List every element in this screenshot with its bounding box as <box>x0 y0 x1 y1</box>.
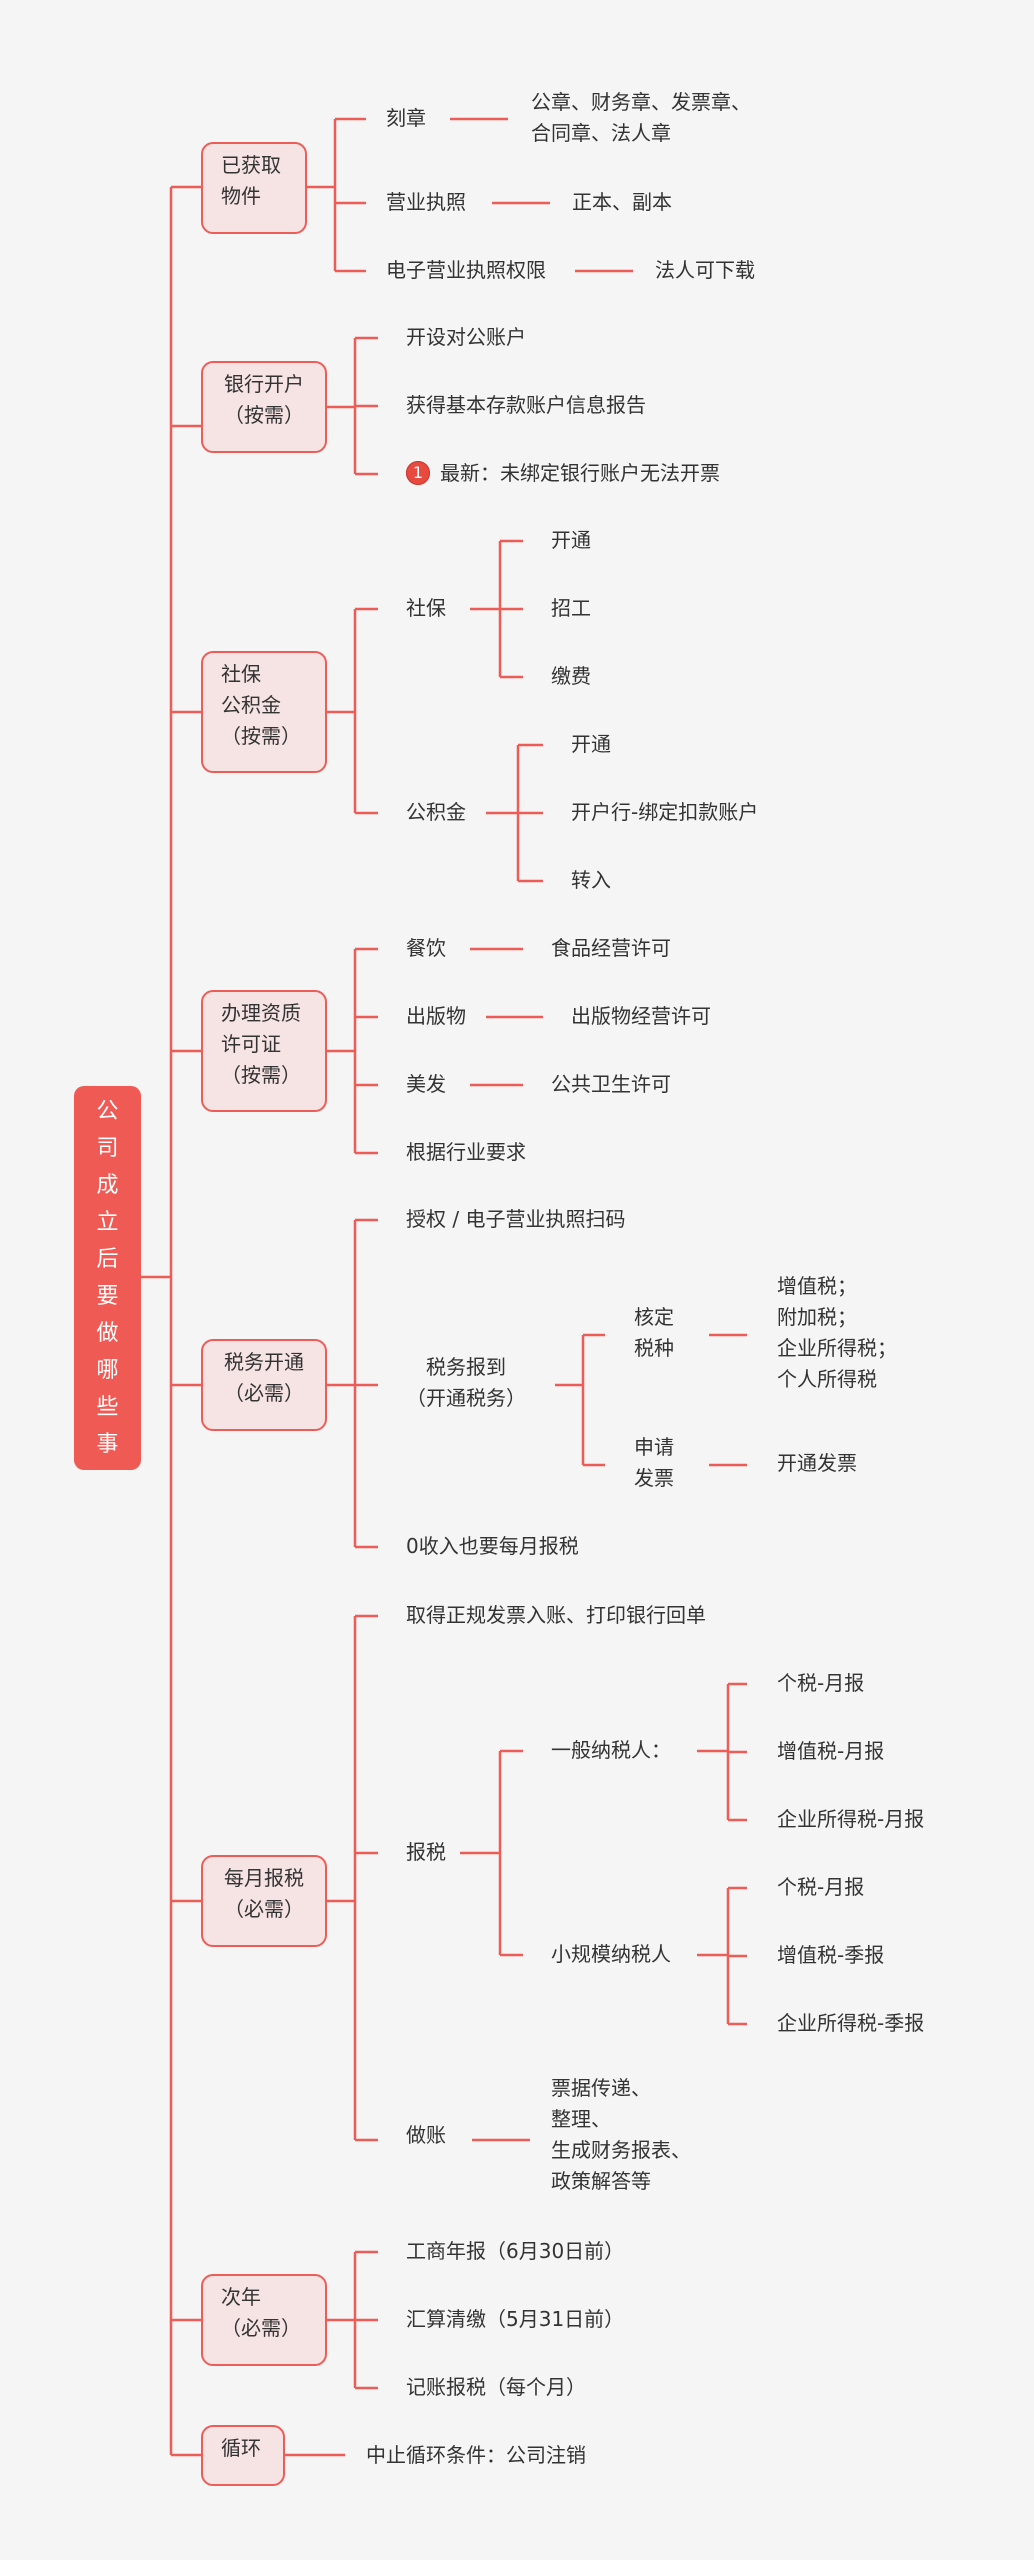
node-st-vat-quarterly[interactable]: 增值税-季报 <box>777 1943 885 1967</box>
node-monthly-bookkeeping[interactable]: 记账报税（每个月） <box>406 2375 586 2399</box>
node-catering[interactable]: 餐饮 <box>406 936 446 960</box>
branch-tax-registration[interactable]: 税务开通 （必需） <box>201 1339 327 1431</box>
node-hf-bind-account[interactable]: 开户行-绑定扣款账户 <box>571 800 759 824</box>
node-tax-filing[interactable]: 报税 <box>406 1840 446 1864</box>
node-license-detail[interactable]: 正本、副本 <box>572 190 672 214</box>
node-latest-notice[interactable]: 1 最新：未绑定银行账户无法开票 <box>406 458 720 489</box>
node-annual-report[interactable]: 工商年报（6月30日前） <box>406 2239 625 2263</box>
node-industry-requirements[interactable]: 根据行业要求 <box>406 1140 526 1164</box>
node-business-license[interactable]: 营业执照 <box>386 190 466 214</box>
root-node[interactable]: 公司成立后要做哪些事 <box>74 1086 141 1470</box>
node-ss-hire[interactable]: 招工 <box>551 596 591 620</box>
node-apply-invoice-detail[interactable]: 开通发票 <box>777 1451 857 1475</box>
root-title-char: 后 <box>96 1247 119 1272</box>
node-hf-transfer[interactable]: 转入 <box>571 868 611 892</box>
branch-bank-account[interactable]: 银行开户 （按需） <box>201 361 327 453</box>
node-zero-income[interactable]: 0收入也要每月报税 <box>406 1534 579 1558</box>
node-hairdressing-detail[interactable]: 公共卫生许可 <box>551 1072 671 1096</box>
node-seal-detail[interactable]: 公章、财务章、发票章、 合同章、法人章 <box>531 90 751 145</box>
node-catering-detail[interactable]: 食品经营许可 <box>551 936 671 960</box>
root-title-char: 要 <box>96 1284 119 1309</box>
root-title-char: 事 <box>96 1432 119 1457</box>
node-bookkeeping-detail[interactable]: 票据传递、 整理、 生成财务报表、 政策解答等 <box>551 2076 691 2193</box>
node-e-license-permission[interactable]: 电子营业执照权限 <box>386 258 546 282</box>
node-social-security[interactable]: 社保 <box>406 596 446 620</box>
root-title-char: 成 <box>96 1173 119 1198</box>
node-gt-cit-monthly[interactable]: 企业所得税-月报 <box>777 1807 925 1831</box>
node-basic-deposit-report[interactable]: 获得基本存款账户信息报告 <box>406 393 646 417</box>
node-e-license-detail[interactable]: 法人可下载 <box>655 258 755 282</box>
node-gt-vat-monthly[interactable]: 增值税-月报 <box>777 1739 885 1763</box>
node-publications[interactable]: 出版物 <box>406 1004 466 1028</box>
node-tax-type[interactable]: 核定 税种 <box>634 1305 674 1360</box>
node-housing-fund[interactable]: 公积金 <box>406 800 466 824</box>
node-publications-detail[interactable]: 出版物经营许可 <box>571 1004 711 1028</box>
node-tax-type-detail[interactable]: 增值税； 附加税； 企业所得税； 个人所得税 <box>777 1274 897 1391</box>
branch-cycle[interactable]: 循环 <box>201 2425 285 2486</box>
root-title-char: 公 <box>96 1099 119 1124</box>
node-st-personal-monthly[interactable]: 个税-月报 <box>777 1875 865 1899</box>
node-hairdressing[interactable]: 美发 <box>406 1072 446 1096</box>
root-title-char: 哪 <box>96 1358 119 1383</box>
branch-next-year[interactable]: 次年 （必需） <box>201 2274 327 2366</box>
priority-1-icon: 1 <box>406 460 430 485</box>
node-cycle-stop-condition[interactable]: 中止循环条件：公司注销 <box>366 2443 586 2467</box>
node-st-cit-quarterly[interactable]: 企业所得税-季报 <box>777 2011 925 2035</box>
root-title-char: 立 <box>96 1210 119 1235</box>
node-bookkeeping[interactable]: 做账 <box>406 2123 446 2147</box>
node-general-taxpayer[interactable]: 一般纳税人： <box>551 1738 671 1762</box>
root-title-char: 司 <box>96 1136 119 1161</box>
root-title-char: 做 <box>96 1321 119 1346</box>
node-tax-checkin[interactable]: 税务报到 （开通税务） <box>406 1355 526 1410</box>
root-title-char: 些 <box>96 1395 119 1420</box>
node-seal[interactable]: 刻章 <box>386 106 426 130</box>
node-latest-notice-text: 最新：未绑定银行账户无法开票 <box>440 461 720 485</box>
node-ss-open[interactable]: 开通 <box>551 528 591 552</box>
node-hf-open[interactable]: 开通 <box>571 732 611 756</box>
node-open-corporate-account[interactable]: 开设对公账户 <box>406 325 526 349</box>
branch-monthly-tax[interactable]: 每月报税 （必需） <box>201 1855 327 1947</box>
branch-social-security-fund[interactable]: 社保 公积金 （按需） <box>201 651 327 773</box>
node-gt-personal-monthly[interactable]: 个税-月报 <box>777 1671 865 1695</box>
node-ss-pay[interactable]: 缴费 <box>551 664 591 688</box>
node-small-taxpayer[interactable]: 小规模纳税人 <box>551 1942 671 1966</box>
branch-obtained-items[interactable]: 已获取 物件 <box>201 142 307 234</box>
branch-licenses[interactable]: 办理资质 许可证 （按需） <box>201 990 327 1112</box>
node-apply-invoice[interactable]: 申请 发票 <box>634 1435 674 1490</box>
node-invoices-receipts[interactable]: 取得正规发票入账、打印银行回单 <box>406 1603 706 1627</box>
node-authorize-scan[interactable]: 授权 / 电子营业执照扫码 <box>406 1207 626 1231</box>
node-annual-settlement[interactable]: 汇算清缴（5月31日前） <box>406 2307 625 2331</box>
